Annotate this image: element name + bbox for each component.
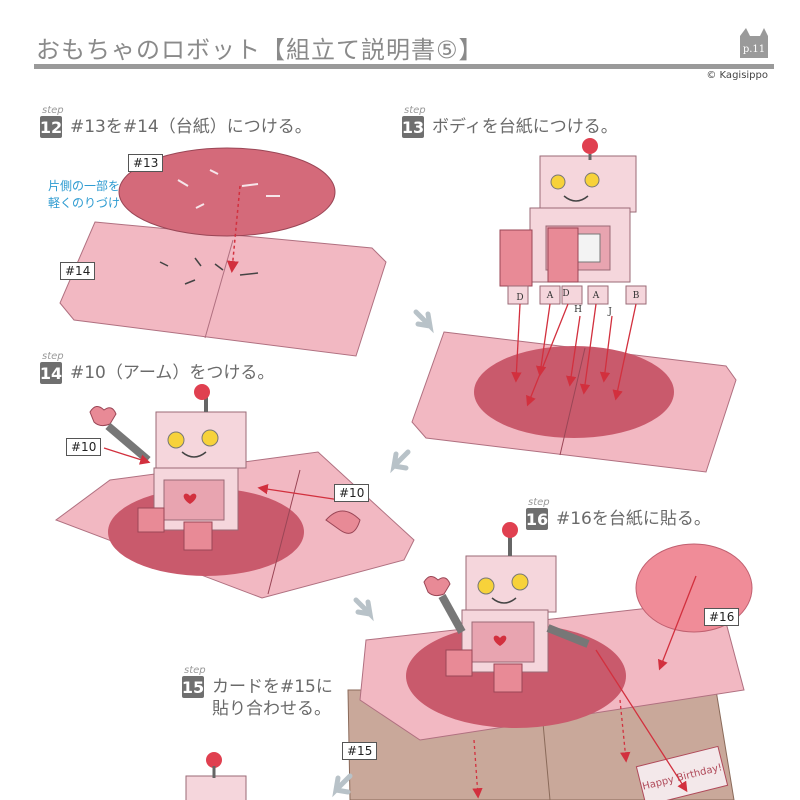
step15-robot-partial bbox=[185, 752, 247, 800]
glue-note: 片側の一部を 軽くのりづけ bbox=[48, 178, 120, 212]
step14-robot bbox=[89, 384, 361, 551]
step-word: step bbox=[184, 665, 206, 676]
svg-text:H: H bbox=[574, 305, 582, 315]
step-12: step 12 #13を#14（台紙）につける。 bbox=[39, 105, 312, 138]
part-tag-14: #14 bbox=[60, 262, 96, 280]
step16-arrows bbox=[472, 575, 697, 799]
step-instruction: ボディを台紙につける。 bbox=[432, 117, 618, 137]
step-number: 12 bbox=[39, 116, 63, 138]
step-13: step 13 ボディを台紙につける。 bbox=[401, 105, 618, 138]
svg-text:B: B bbox=[633, 291, 640, 301]
svg-text:J: J bbox=[607, 307, 612, 317]
part-tag-10-left: #10 bbox=[66, 438, 102, 456]
step-number: 14 bbox=[39, 362, 63, 384]
step-instruction-line1: カードを#15に bbox=[212, 677, 333, 697]
step16-robot bbox=[423, 522, 590, 693]
step-word: step bbox=[42, 351, 64, 362]
step-number: 13 bbox=[401, 116, 425, 138]
step-instruction-line2: 貼り合わせる。 bbox=[212, 699, 331, 719]
step-14: step 14 #10（アーム）をつける。 bbox=[39, 351, 275, 384]
step13-arrows bbox=[511, 303, 637, 407]
step-instruction: #10（アーム）をつける。 bbox=[70, 363, 275, 383]
page-number: p.11 bbox=[743, 44, 765, 55]
svg-text:A: A bbox=[546, 291, 554, 301]
step-15: step 15 カードを#15に 貼り合わせる。 bbox=[181, 665, 333, 720]
step-word: step bbox=[42, 105, 64, 116]
step-word: step bbox=[404, 105, 426, 116]
step13-tab-letters: D A D H A J B bbox=[516, 289, 639, 317]
svg-text:D: D bbox=[516, 293, 523, 303]
step-word: step bbox=[528, 497, 550, 508]
svg-text:A: A bbox=[592, 291, 600, 301]
glue-note-line2: 軽くのりづけ bbox=[48, 196, 121, 210]
part-tag-16: #16 bbox=[704, 608, 740, 626]
step12-base-card bbox=[59, 221, 387, 357]
step-16: step 16 #16を台紙に貼る。 bbox=[525, 497, 711, 530]
title-underline bbox=[34, 64, 774, 69]
glue-note-line1: 片側の一部を bbox=[48, 179, 121, 193]
svg-text:D: D bbox=[562, 289, 569, 299]
part-tag-13: #13 bbox=[128, 154, 164, 172]
step12-oval-piece bbox=[118, 147, 336, 237]
step-number: 15 bbox=[181, 676, 205, 698]
cat-page-icon: p.11 bbox=[740, 28, 768, 58]
step13-robot-body bbox=[499, 138, 647, 305]
step-instruction: カードを#15に 貼り合わせる。 bbox=[212, 676, 333, 720]
copyright-credit: © Kagisippo bbox=[706, 70, 768, 81]
step13-base-card bbox=[411, 331, 737, 473]
page-title: おもちゃのロボット【組立て説明書⑤】 bbox=[36, 36, 484, 64]
step-instruction: #13を#14（台紙）につける。 bbox=[70, 117, 312, 137]
part-tag-15: #15 bbox=[342, 742, 378, 760]
part-tag-10-right: #10 bbox=[334, 484, 370, 502]
step14-arrows bbox=[103, 447, 341, 501]
step-instruction: #16を台紙に貼る。 bbox=[556, 509, 711, 529]
step-number: 16 bbox=[525, 508, 549, 530]
flow-arrows bbox=[332, 309, 434, 798]
